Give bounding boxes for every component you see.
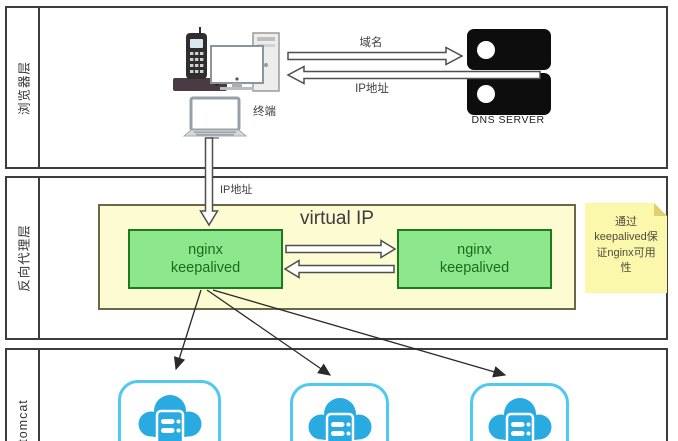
- dns-indicator-icon: [477, 85, 495, 103]
- lane-label: 反向代理层: [17, 224, 31, 292]
- domain-name-label: 域名: [359, 37, 383, 49]
- nginx-keepalived-node: nginx keepalived: [128, 229, 283, 289]
- lane-label-column: 浏览器层: [7, 8, 40, 167]
- lane-label-column: 反向代理层: [7, 178, 40, 338]
- tomcat-node: [470, 383, 569, 441]
- virtual-ip-title: virtual IP: [300, 208, 374, 229]
- cloud-server-icon: [308, 398, 371, 441]
- nginx-keepalived-node: nginx keepalived: [397, 229, 552, 289]
- ip-address-label: IP地址: [355, 83, 389, 95]
- dns-indicator-icon: [477, 40, 495, 59]
- lane-label-column: tomcat: [7, 350, 40, 441]
- lane-browser-layer: 浏览器层: [5, 6, 668, 169]
- tomcat-node: [290, 383, 389, 441]
- keepalived-note: 通过 keepalived保 证nginx可用 性: [585, 203, 667, 293]
- dns-server-icon: [467, 73, 551, 115]
- cloud-server-icon: [138, 395, 201, 441]
- note-text: 通过 keepalived保 证nginx可用 性: [594, 216, 658, 275]
- lane-label: tomcat: [15, 398, 30, 441]
- cloud-server-icon: [488, 398, 551, 441]
- dns-server-icon: [467, 29, 551, 70]
- terminal-label: 终端: [253, 106, 276, 118]
- dns-server-label: DNS SERVER: [471, 114, 545, 126]
- lane-label: 浏览器层: [17, 60, 31, 115]
- tomcat-node: [118, 380, 221, 441]
- ip-address-label: IP地址: [220, 184, 253, 196]
